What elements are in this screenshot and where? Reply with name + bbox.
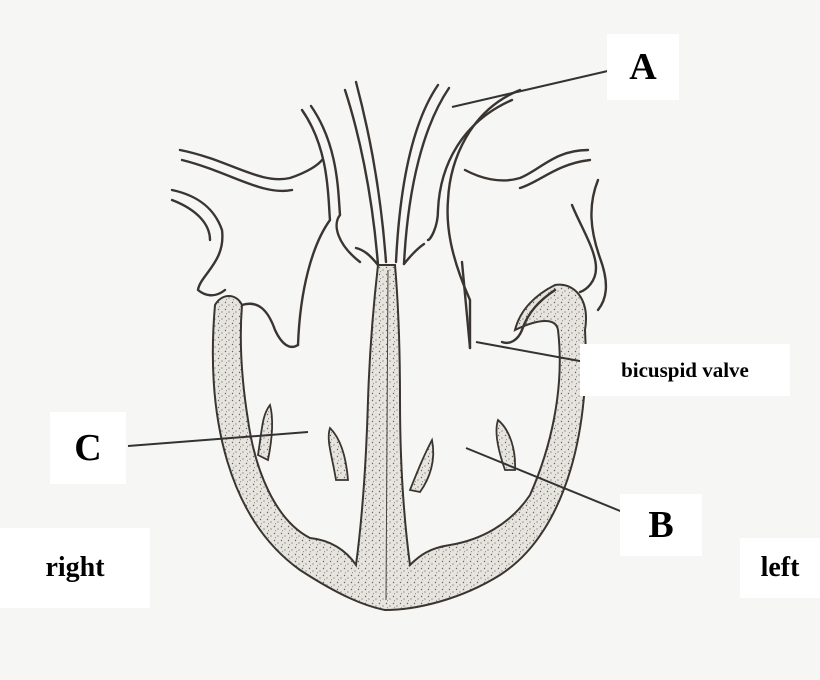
septum-fork-right [404, 244, 424, 264]
inner-arch-right-inner [428, 100, 512, 240]
leader-line-a [452, 70, 612, 107]
label-left: left [740, 538, 820, 598]
pulm-vein-right-lower [520, 160, 590, 188]
central-vessel-right-wall [404, 88, 449, 264]
label-right: right [0, 528, 150, 608]
label-a: A [607, 34, 679, 100]
left-atrium-outline [591, 180, 606, 310]
central-vessel-left-inner [356, 82, 386, 262]
papillary-left [258, 405, 272, 460]
right-atrium-outline [172, 190, 225, 295]
vena-cava-left-lower [182, 160, 292, 191]
papillary-septum-right [329, 428, 348, 480]
central-vessel-left-wall [345, 90, 378, 265]
label-b: B [620, 494, 702, 556]
label-c: C [50, 412, 126, 484]
inner-arch-left-outer [298, 110, 330, 345]
label-bicuspid-valve: bicuspid valve [580, 344, 790, 396]
leader-line-c [128, 432, 308, 446]
inner-arch-right-outer [448, 90, 520, 348]
tricuspid-flap [242, 304, 298, 347]
papillary-septum-left [410, 440, 433, 492]
